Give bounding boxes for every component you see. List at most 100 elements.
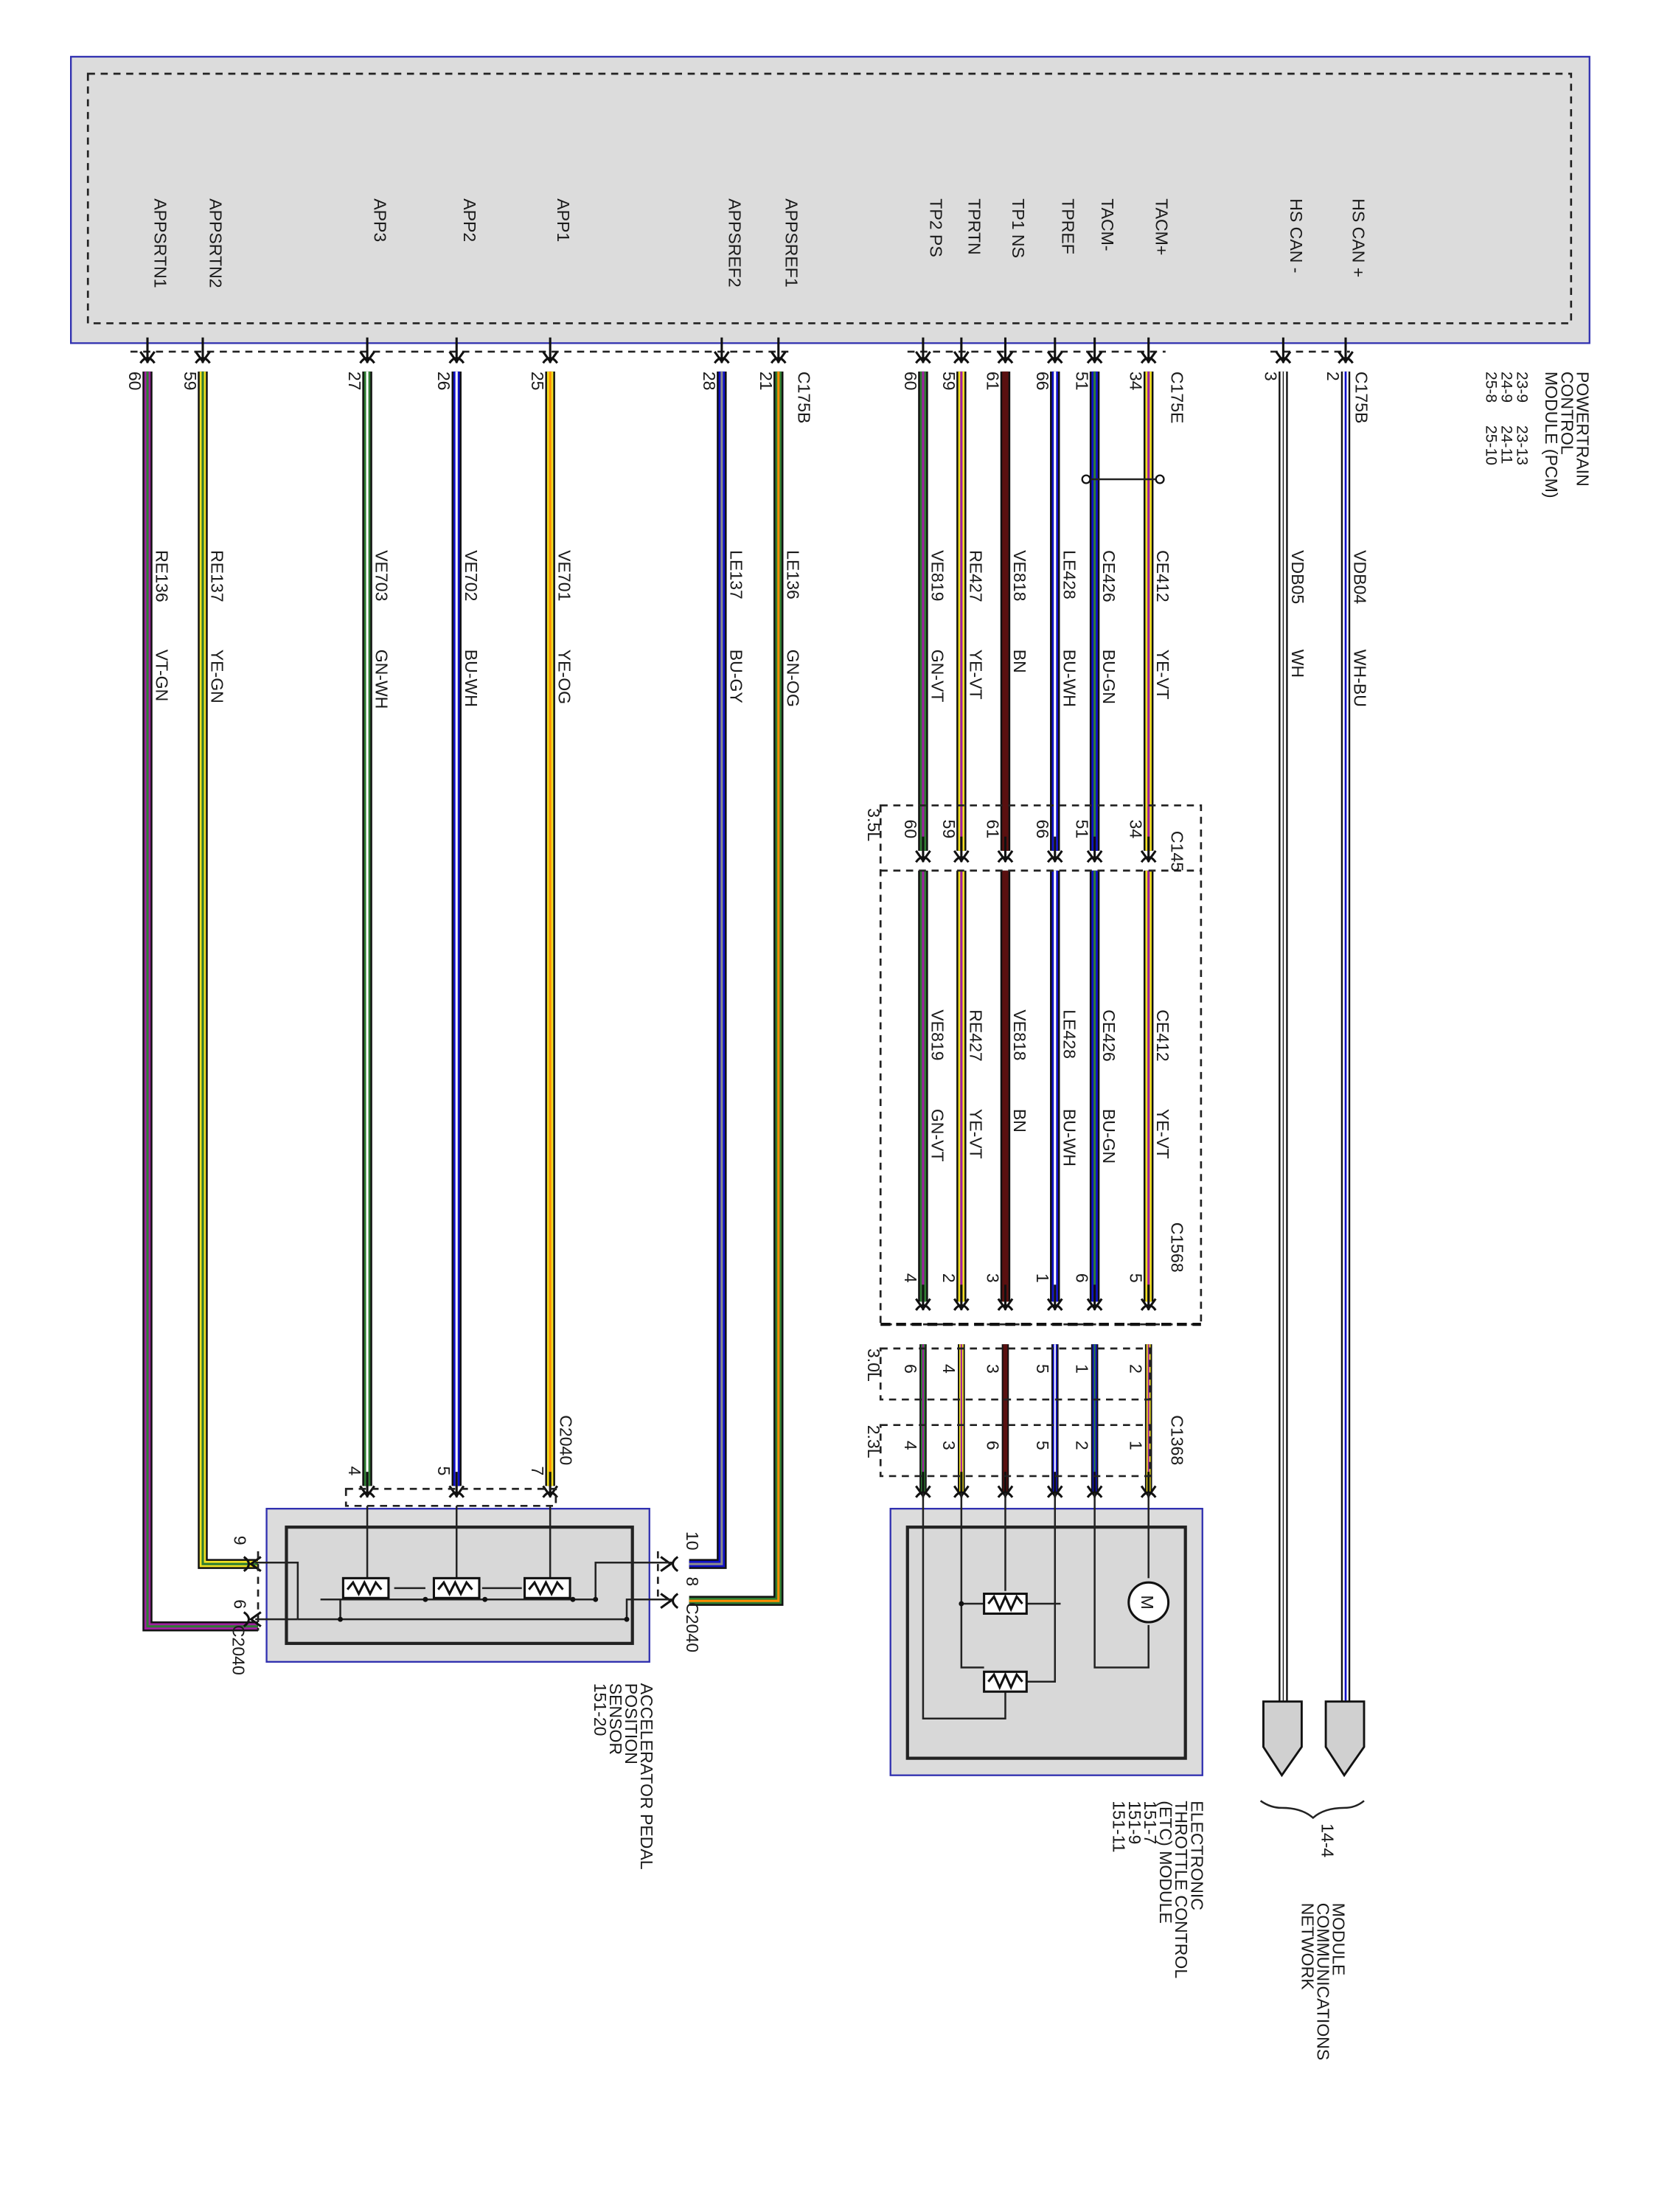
pcm-pin-label-11: TACM- bbox=[1098, 198, 1117, 251]
wire-code-label-4: VE701 bbox=[555, 550, 574, 601]
pcm-pin-terminal-13 bbox=[1275, 337, 1292, 364]
pcm-pin-label-3: APP2 bbox=[460, 198, 479, 242]
c1568-pin-number-2: 3 bbox=[983, 1273, 1002, 1283]
row-30l-pin-2: 3 bbox=[983, 1364, 1002, 1374]
c145-pin-number-3: 66 bbox=[1033, 820, 1052, 839]
connector-c175e-label: C175E bbox=[1167, 372, 1186, 424]
pcm-pin-number-14: 2 bbox=[1324, 372, 1343, 381]
c145-pin-3 bbox=[1046, 836, 1063, 863]
svg-text:151-20: 151-20 bbox=[591, 1683, 610, 1736]
connector-c1568-label: C1568 bbox=[1167, 1222, 1186, 1273]
c145-pin-5 bbox=[1140, 836, 1157, 863]
wire-color-label-13: WH bbox=[1288, 650, 1307, 678]
app-pin-6 bbox=[243, 1611, 262, 1628]
wire-layer bbox=[142, 371, 1351, 1702]
row-23l-pin-5: 1 bbox=[1127, 1441, 1146, 1450]
row-30l-pin-1: 4 bbox=[939, 1364, 959, 1374]
pcm-title: POWERTRAIN CONTROL MODULE (PCM) bbox=[1542, 372, 1592, 498]
etc-potentiometer-2 bbox=[983, 1670, 1028, 1693]
app-pin-8 bbox=[660, 1593, 679, 1610]
pcm-pin-terminal-6 bbox=[770, 337, 787, 364]
pcm-pin-terminal-5 bbox=[713, 337, 730, 364]
svg-text:CONTROL: CONTROL bbox=[1557, 372, 1576, 455]
wire-code-lower-3: LE428 bbox=[1060, 1009, 1079, 1059]
svg-text:25-8: 25-8 bbox=[1482, 372, 1499, 403]
svg-text:25-10: 25-10 bbox=[1482, 425, 1499, 465]
app-pin-number-6: 6 bbox=[230, 1599, 249, 1609]
pcm-pin-number-12: 34 bbox=[1127, 372, 1146, 391]
pcm-pin-label-2: APP3 bbox=[371, 198, 390, 242]
app-pin-number-4: 4 bbox=[345, 1466, 364, 1475]
engine-23l-label: 2.3L bbox=[864, 1425, 883, 1458]
network-page-ref: 14-4 bbox=[1318, 1823, 1337, 1857]
svg-text:COMMUNICATIONS: COMMUNICATIONS bbox=[1314, 1903, 1333, 2061]
row-30l-pin-4: 1 bbox=[1073, 1364, 1092, 1374]
pcm-pin-terminal-11 bbox=[1086, 337, 1103, 364]
wire-color-label-11: BU-GN bbox=[1099, 650, 1119, 704]
pcm-module-box bbox=[70, 55, 1590, 344]
pcm-pin-label-5: APPSREF2 bbox=[725, 198, 744, 287]
row-23l-pin-0: 4 bbox=[901, 1441, 920, 1450]
wire-code-label-0: RE136 bbox=[153, 550, 172, 602]
motor-icon: M bbox=[1127, 1581, 1170, 1624]
pin-layer bbox=[139, 337, 1354, 1628]
engine-30l-row bbox=[879, 1347, 1151, 1401]
svg-text:24-9: 24-9 bbox=[1498, 372, 1515, 403]
connector-c1368-label: C1368 bbox=[1167, 1415, 1186, 1465]
wire-code-label-12: CE412 bbox=[1153, 550, 1172, 602]
pcm-pin-terminal-3 bbox=[448, 337, 465, 364]
wire-le137 bbox=[689, 371, 727, 1569]
c145-pin-number-2: 61 bbox=[983, 820, 1002, 839]
wire-re136 bbox=[142, 371, 258, 1632]
wire-code-lower-2: VE818 bbox=[1010, 1009, 1029, 1060]
wire-code-label-6: LE136 bbox=[783, 550, 802, 599]
app-potentiometer-3 bbox=[341, 1576, 390, 1599]
wire-color-label-7: GN-VT bbox=[928, 650, 947, 703]
row-23l-pin-1: 3 bbox=[939, 1441, 959, 1450]
etc-module-title: ELECTRONIC THROTTLE CONTROL (ETC) MODULE… bbox=[1110, 1801, 1207, 1978]
row-23l-pin-3: 5 bbox=[1033, 1441, 1052, 1450]
app-pin-10 bbox=[660, 1556, 679, 1573]
row-30l-pin-0: 6 bbox=[901, 1364, 920, 1374]
pcm-pin-label-12: TACM+ bbox=[1152, 198, 1171, 255]
pcm-pin-number-6: 21 bbox=[757, 372, 776, 391]
pcm-page-refs: 23-923-13 24-924-11 25-825-10 bbox=[1482, 372, 1530, 465]
wire-code-label-9: VE818 bbox=[1010, 550, 1029, 601]
app-pin-number-7: 7 bbox=[528, 1466, 547, 1475]
pcm-pin-number-9: 61 bbox=[983, 372, 1002, 391]
c1568-pin-1 bbox=[953, 1284, 970, 1311]
svg-text:(ETC) MODULE: (ETC) MODULE bbox=[1156, 1801, 1175, 1924]
shield-connection bbox=[1081, 474, 1165, 484]
wire-le136 bbox=[689, 371, 784, 1606]
engine-23l-row bbox=[879, 1424, 1151, 1478]
etc-module-inner bbox=[905, 1526, 1187, 1760]
pcm-pin-label-4: APP1 bbox=[554, 198, 573, 242]
network-connector-1 bbox=[1262, 1700, 1303, 1778]
wire-code-label-2: VE703 bbox=[372, 550, 392, 601]
wire-color-label-2: GN-WH bbox=[372, 650, 392, 709]
pcm-pin-terminal-9 bbox=[997, 337, 1014, 364]
network-title: MODULE COMMUNICATIONS NETWORK bbox=[1298, 1903, 1348, 2061]
c1568-pin-number-4: 6 bbox=[1073, 1273, 1092, 1283]
wire-color-label-10: BU-WH bbox=[1060, 650, 1079, 707]
c1568-pin-4 bbox=[1086, 1284, 1103, 1311]
connector-c175b-label: C175B bbox=[795, 372, 814, 424]
c1568-pin-2 bbox=[997, 1284, 1014, 1311]
wire-code-label-13: VDB05 bbox=[1288, 550, 1307, 604]
svg-text:SENSOR: SENSOR bbox=[606, 1683, 625, 1755]
wire-code-label-1: RE137 bbox=[208, 550, 227, 602]
svg-text:NETWORK: NETWORK bbox=[1298, 1903, 1317, 1990]
network-brace bbox=[1259, 1800, 1365, 1820]
pcm-pin-number-3: 26 bbox=[434, 372, 453, 391]
pcm-pin-number-1: 59 bbox=[181, 372, 200, 391]
svg-text:ELECTRONIC: ELECTRONIC bbox=[1187, 1801, 1206, 1910]
row-30l-pin-3: 5 bbox=[1033, 1364, 1052, 1374]
svg-text:MODULE (PCM): MODULE (PCM) bbox=[1542, 372, 1561, 498]
pcm-module-inner-dashed bbox=[86, 72, 1573, 324]
wire-color-label-3: BU-WH bbox=[462, 650, 481, 707]
pcm-pin-terminal-4 bbox=[542, 337, 559, 364]
pcm-pin-label-7: TP2 PS bbox=[927, 198, 946, 257]
app-sensor-circuit bbox=[255, 1506, 672, 1622]
c145-pin-4 bbox=[1086, 836, 1103, 863]
